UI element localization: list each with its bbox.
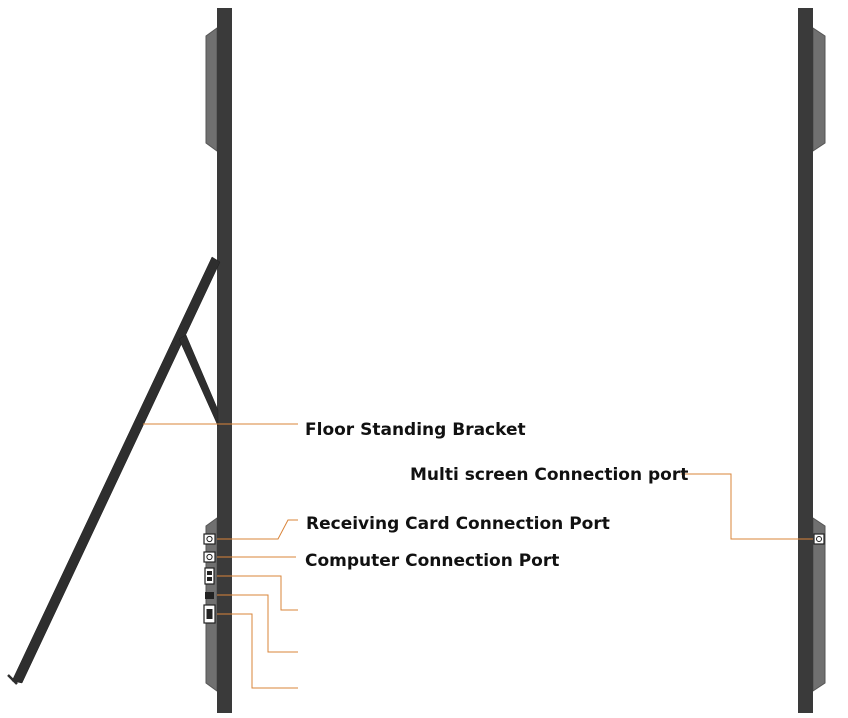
- computer-port-icon: [203, 551, 216, 563]
- receiving-card-port-icon: [203, 533, 216, 545]
- power-port-socket: [206, 609, 213, 619]
- bracket-strut: [178, 334, 219, 427]
- left-display-panel: [217, 8, 232, 713]
- leader-fuse-port: [217, 594, 298, 653]
- bracket-foot: [7, 674, 18, 685]
- switch-port-knob-lower: [207, 577, 212, 581]
- receiving-card-port-pin: [206, 535, 213, 543]
- computer-connection-port-label: Computer Connection Port: [305, 551, 560, 571]
- leader-switch-port: [217, 575, 298, 611]
- multi-screen-port-icon: [813, 533, 825, 545]
- leader-lines: [143, 423, 813, 689]
- computer-port-pin: [206, 553, 213, 561]
- multi-screen-port-pin: [816, 536, 822, 542]
- floor-standing-bracket-label: Floor Standing Bracket: [305, 420, 526, 440]
- switch-port-icon: [204, 567, 215, 585]
- leader-receiving-card: [217, 519, 298, 540]
- switch-port-knob: [207, 571, 212, 575]
- left-upper-housing: [205, 27, 218, 152]
- right-display-unit: [798, 8, 826, 713]
- bracket-main-leg: [11, 256, 221, 684]
- fuse-port-icon: [205, 592, 214, 599]
- right-display-panel: [798, 8, 813, 713]
- floor-standing-bracket: [7, 256, 221, 685]
- multi-screen-connection-port-label: Multi screen Connection port: [410, 465, 689, 485]
- right-upper-housing: [812, 27, 826, 152]
- receiving-card-connection-port-label: Receiving Card Connection Port: [306, 514, 610, 534]
- left-port-cluster: [203, 533, 216, 624]
- leader-power-port: [217, 613, 298, 689]
- leader-multi-screen: [681, 473, 813, 540]
